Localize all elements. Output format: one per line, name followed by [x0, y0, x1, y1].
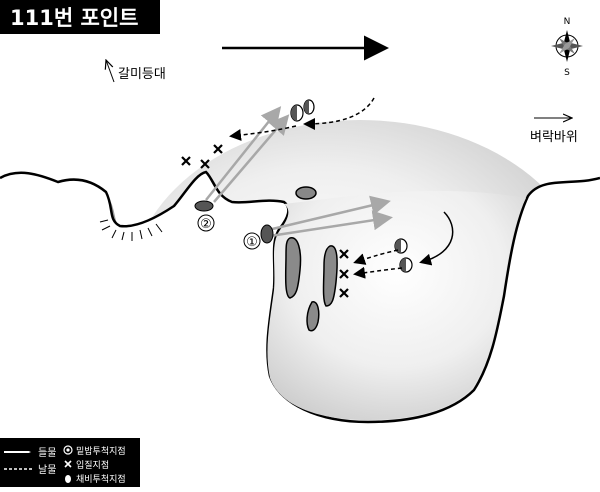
cast-lines-spot1 [267, 195, 393, 238]
cliff-hatch [99, 219, 163, 241]
rock-label: 벼락바위 [530, 130, 578, 145]
ebb-current-right2 [353, 266, 403, 279]
spot1-label: ① [246, 235, 258, 250]
ebb-current-right1 [353, 249, 399, 265]
legend-float-cast-label: 채비투척지점 [76, 473, 126, 485]
legend-ebb-label: 날물 [38, 464, 56, 476]
legend-entry-label: 입질지점 [76, 459, 109, 471]
compass-rose [551, 30, 583, 62]
spot2-marker [194, 200, 214, 212]
page-title: 111번 포인트 [10, 6, 138, 30]
lighthouse-arrow [106, 60, 115, 83]
legend-deep-cast: 밑밥투척지점 [63, 445, 126, 457]
spot1-circle [243, 232, 261, 250]
cast-lines-spot2 [205, 106, 290, 203]
legend-entry: 입질지점 [64, 459, 109, 471]
spot1-marker [260, 224, 274, 244]
compass-north: N [564, 17, 571, 27]
float-cast-top [290, 99, 315, 122]
entry-marks-right [339, 249, 349, 298]
title-box [0, 0, 160, 34]
rock-small [306, 301, 320, 332]
rocks [284, 186, 338, 332]
spot2-label: ② [200, 217, 212, 232]
rock-right [322, 245, 338, 307]
rock-left [284, 237, 302, 299]
land-fill [0, 196, 600, 487]
legend-float-cast: 채비투척지점 [65, 473, 126, 485]
lighthouse-label: 갈미등대 [118, 67, 166, 82]
entry-marks-top [181, 144, 223, 169]
legend-flood: 들물 [4, 447, 56, 459]
coastline [0, 170, 600, 424]
compass-south: S [564, 68, 570, 78]
rock-top [295, 186, 317, 200]
legend-ebb: 날물 [4, 464, 56, 476]
spot2-circle [197, 214, 215, 232]
legend-deep-cast-label: 밑밥투척지점 [76, 445, 126, 457]
ebb-current-top2 [229, 125, 297, 141]
flood-current-right [419, 211, 454, 266]
legend-flood-label: 들물 [38, 447, 56, 459]
